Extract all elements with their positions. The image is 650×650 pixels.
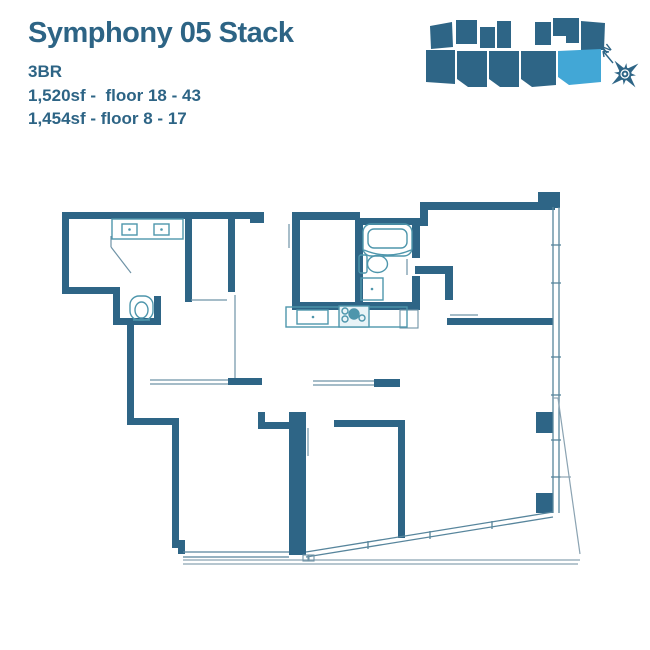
wall-segment [250,212,264,223]
key-plan-unit [457,51,487,87]
wall-segment [420,202,555,210]
bath-sink-fixture [360,277,384,301]
wall-segment [172,418,179,544]
wall-segment [172,540,185,548]
wall-segment [113,318,161,325]
wall-segment [62,287,120,294]
balcony-rail-line [557,397,581,555]
wall-segment [374,379,400,387]
wall-segment [178,546,185,554]
wall-segment [228,212,235,292]
vanity-sink-right-fixture [153,223,170,236]
burner-fixture [341,307,349,315]
door-frame [399,309,419,329]
wall-segment [292,212,300,310]
key-plan-unit [535,22,551,45]
door-frame [302,554,309,562]
sink-drain-dot-fixture [370,287,374,291]
key-plan-unit [426,50,455,84]
key-plan-unit [480,27,495,48]
wall-segment [154,296,161,325]
wall-segment [127,318,134,425]
bathtub-outer-fixture [362,223,413,257]
wall-segment [62,212,264,219]
area-floors-line-2: 1,454sf - floor 8 - 17 [28,109,187,128]
vanity-sink-left-fixture [121,223,138,236]
compass-hub-ring [620,69,630,79]
wall-segment [62,212,69,294]
burner-fixture [358,314,366,322]
wall-segment [420,202,428,226]
wall-segment [258,412,265,429]
compass-north-label: N [600,42,614,56]
wall-segment [412,218,420,258]
burner-fixture [341,315,349,323]
wall-segment [538,192,560,208]
wall-segment [536,493,553,513]
sink-drain-dot-fixture [160,228,163,231]
wall-segment [258,422,292,429]
wall-segment [415,266,453,274]
wall-segment [334,420,404,427]
toilet-bowl-fixture [134,301,149,319]
compass-north-arrow [602,50,614,64]
key-plan-unit [553,18,579,43]
key-plan-unit [497,21,511,48]
key-plan-unit [489,51,519,87]
key-plan-unit [456,20,477,44]
wall-segment [292,212,360,220]
wall-segment [185,212,192,302]
page-title: Symphony 05 Stack [28,17,294,49]
wall-segment [355,218,420,225]
kitchen-sink-fixture [296,309,329,325]
toilet-tank-fixture [129,295,154,321]
wall-segment [445,266,453,300]
key-plan-unit [430,22,453,49]
toilet-bowl-fixture [366,254,389,274]
wall-segment [398,420,405,538]
wall-segment [536,412,553,433]
partition-line [110,246,132,274]
bathtub-inner-fixture [367,228,408,249]
wall-segment [228,378,262,385]
wall-segment [127,418,179,425]
wall-segment [289,412,306,555]
key-plan-unit [581,21,605,50]
key-plan-unit [521,51,556,87]
wall-segment [113,287,120,325]
sink-drain-dot-fixture [128,228,131,231]
key-plan-unit-05-highlight [558,49,601,85]
sink-drain-dot-fixture [311,315,315,319]
area-floors-line-1: 1,520sf - floor 18 - 43 [28,86,201,105]
unit-type-label: 3BR [28,62,63,81]
burner-main-fixture [348,308,360,320]
wall-segment [447,318,553,325]
wall-segment [412,276,420,310]
compass-icon [611,60,639,88]
door-frame [308,554,315,562]
bathtub-rim-fixture [363,249,412,256]
vanity-counter-fixture [111,218,184,240]
compass-hub-dot [623,72,627,76]
